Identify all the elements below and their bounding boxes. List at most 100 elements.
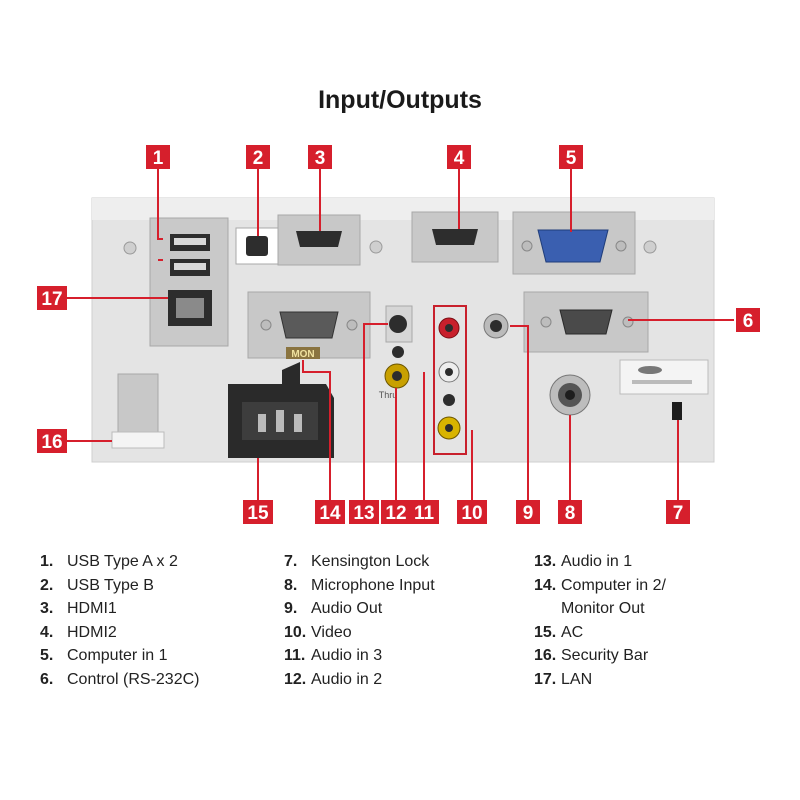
callout-badge-14: 14 xyxy=(315,500,345,524)
legend-item-number: 4. xyxy=(40,623,54,641)
callout-badge-label: 15 xyxy=(247,503,269,524)
diagram-title: Input/Outputs xyxy=(318,86,482,114)
legend-item: 10.Video xyxy=(284,621,435,645)
legend-item-number: 5. xyxy=(40,647,54,664)
legend-item: 12.Audio in 2 xyxy=(284,668,435,692)
callout-badge-label: 1 xyxy=(153,148,164,169)
usb-lan-block xyxy=(149,217,229,347)
legend-item: 13.Audio in 1 xyxy=(534,550,666,574)
legend-item-text: USB Type A x 2 xyxy=(67,553,178,570)
legend-item: 3. HDMI1 xyxy=(40,597,199,621)
legend-item: 5. Computer in 1 xyxy=(40,644,199,668)
legend-item: 6.Control (RS-232C) xyxy=(40,668,199,692)
callout-badge-label: 8 xyxy=(565,503,576,524)
callout-badge-17: 17 xyxy=(37,286,67,310)
legend-item: 7. Kensington Lock xyxy=(284,550,435,574)
kensington-lock-slot xyxy=(619,359,709,420)
legend-item: 16.Security Bar xyxy=(534,644,666,668)
legend-item-number: 8. xyxy=(284,576,298,594)
legend-item-number: 11. xyxy=(284,647,306,664)
callout-badge-label: 13 xyxy=(353,503,374,524)
legend-column-2: 7. Kensington Lock 8. Microphone Input 9. Aud… xyxy=(284,550,435,691)
through-label: Thru xyxy=(379,390,398,400)
legend-item-text: HDMI2 xyxy=(67,623,117,641)
callout-badge-11: 11 xyxy=(409,500,439,524)
legend-item: 15.AC xyxy=(534,621,666,645)
callout-badge-label: 17 xyxy=(41,289,62,310)
callout-badge-label: 9 xyxy=(523,503,534,524)
computer-in-2-port: MON xyxy=(247,291,371,360)
legend-item-text: Video xyxy=(311,623,352,641)
callout-leader-lines xyxy=(63,166,734,500)
callout-badge-15: 15 xyxy=(243,500,273,524)
legend-item-text: Kensington Lock xyxy=(311,553,430,570)
legend-item: 11. Audio in 3 xyxy=(284,644,435,668)
callout-badge-1: 1 xyxy=(146,145,170,169)
legend-item-number: 10. xyxy=(284,623,307,641)
mon-out-label: MON xyxy=(291,349,314,360)
microphone-jack xyxy=(549,374,591,416)
callout-badge-label: 3 xyxy=(315,148,326,169)
callout-badge-5: 5 xyxy=(559,145,583,169)
callout-badge-6: 6 xyxy=(736,308,760,332)
projector-rear-panel-diagram: MON Thru xyxy=(37,145,760,524)
legend-item: 8. Microphone Input xyxy=(284,574,435,598)
callout-badge-label: 12 xyxy=(385,503,406,524)
security-bar xyxy=(111,373,165,449)
computer-in-1-port xyxy=(512,211,636,275)
legend-item-text: HDMI1 xyxy=(67,600,117,617)
legend-item-text: Audio in 3 xyxy=(311,647,383,664)
callout-badge-label: 4 xyxy=(454,148,465,169)
callout-badge-13: 13 xyxy=(349,500,379,524)
legend-item-text: USB Type B xyxy=(67,576,154,594)
legend-item-number: 14. xyxy=(534,576,557,594)
callout-badge-label: 2 xyxy=(253,148,264,169)
legend-item-text: Control (RS-232C) xyxy=(67,670,200,688)
callout-badge-label: 14 xyxy=(319,503,341,524)
legend-item-text: Audio in 2 xyxy=(311,670,383,688)
legend-item-text: Audio Out xyxy=(311,600,383,617)
legend-item-text: AC xyxy=(561,623,584,641)
legend-item-text: Audio in 1 xyxy=(561,553,633,570)
legend-item-number: 15. xyxy=(534,623,557,641)
callout-badge-7: 7 xyxy=(666,500,690,524)
legend-item-text: Computer in 2/ xyxy=(561,576,666,594)
callout-badge-label: 5 xyxy=(566,148,577,169)
legend-item-text: Security Bar xyxy=(561,647,649,664)
legend-item: Monitor Out xyxy=(534,597,666,621)
callout-badge-8: 8 xyxy=(558,500,582,524)
callout-badge-2: 2 xyxy=(246,145,270,169)
legend-item-number: 3. xyxy=(40,600,54,617)
legend-item-number: 12. xyxy=(284,670,307,688)
callout-badge-9: 9 xyxy=(516,500,540,524)
legend-item: 9. Audio Out xyxy=(284,597,435,621)
legend-item-number: 7. xyxy=(284,553,298,570)
legend-item: 2.USB Type B xyxy=(40,574,199,598)
callout-badge-10: 10 xyxy=(457,500,487,524)
callout-badge-4: 4 xyxy=(447,145,471,169)
legend-item-number xyxy=(534,597,561,621)
legend-column-1: 1. USB Type A x 2 2.USB Type B 3. HDMI1 4. HDM… xyxy=(40,550,199,691)
callout-badge-label: 6 xyxy=(743,311,754,332)
legend-item: 14.Computer in 2/ xyxy=(534,574,666,598)
legend-item-number: 17. xyxy=(534,670,557,688)
legend-item-number: 9. xyxy=(284,600,298,617)
legend-item: 17.LAN xyxy=(534,668,666,692)
legend-item-text: LAN xyxy=(561,670,593,688)
legend-item-number: 13. xyxy=(534,553,557,570)
legend-item-text: Monitor Out xyxy=(561,600,645,617)
legend-item: 4. HDMI2 xyxy=(40,621,199,645)
callout-badge-12: 12 xyxy=(381,500,411,524)
legend-item-text: Microphone Input xyxy=(311,576,435,594)
callout-badge-label: 11 xyxy=(414,503,435,524)
control-rs232-port xyxy=(523,291,649,353)
usb-b-port xyxy=(235,227,279,265)
callout-badge-label: 16 xyxy=(41,432,62,453)
callout-badge-3: 3 xyxy=(308,145,332,169)
legend-item-number: 1. xyxy=(40,553,54,570)
ac-inlet xyxy=(228,362,334,458)
legend-item: 1. USB Type A x 2 xyxy=(40,550,199,574)
legend-item-text: Computer in 1 xyxy=(67,647,168,664)
